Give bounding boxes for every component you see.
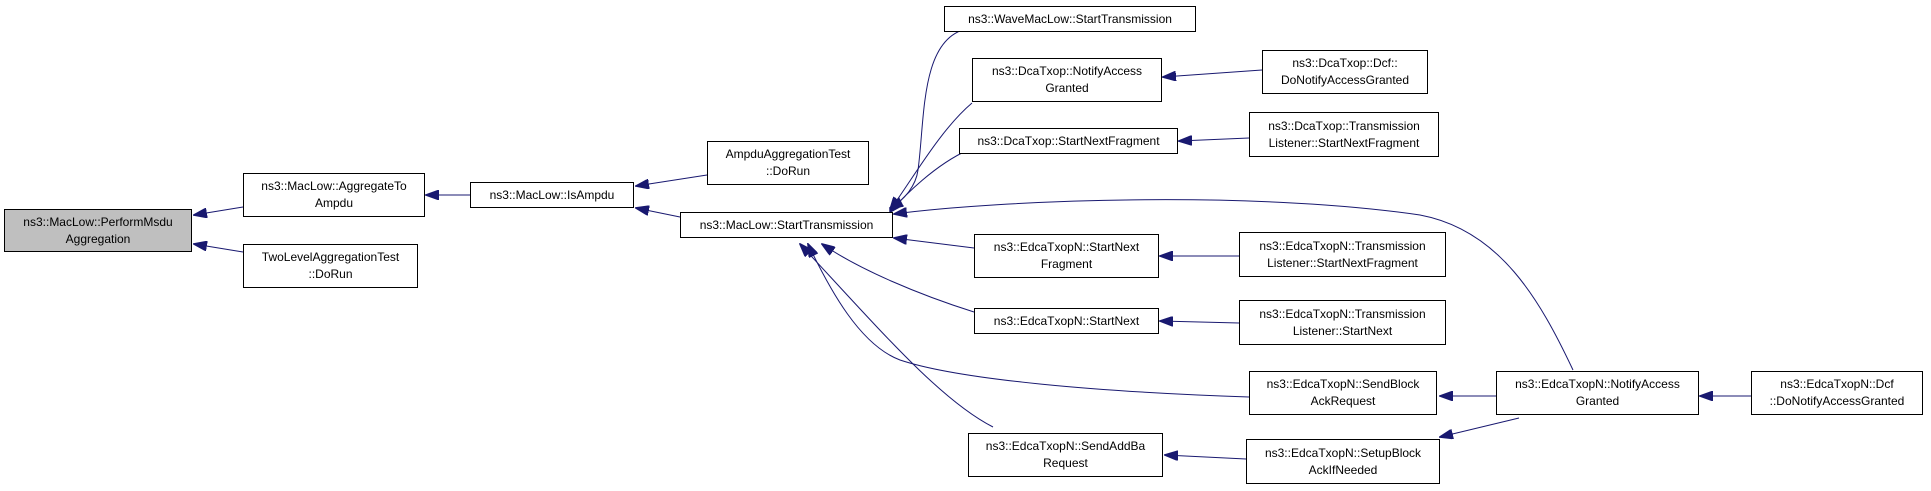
node-is-ampdu[interactable]: ns3::MacLow::IsAmpdu (470, 182, 634, 208)
edge-dcadcf-to-dcanotify (1163, 69, 1263, 77)
node-label-line: ::DoRun (308, 267, 353, 281)
node-label-line: TwoLevelAggregationTest (261, 250, 400, 264)
node-label-line: ns3::EdcaTxopN::StartNext (993, 313, 1140, 328)
node-edca-dcf-do-notify-access-granted[interactable]: ns3::EdcaTxopN::Dcf ::DoNotifyAccessGran… (1751, 371, 1923, 415)
node-edca-send-addba-request[interactable]: ns3::EdcaTxopN::SendAddBa Request (968, 433, 1163, 477)
node-edca-send-block-ack-request[interactable]: ns3::EdcaTxopN::SendBlock AckRequest (1249, 371, 1437, 415)
node-label-line: ns3::MacLow::IsAmpdu (489, 187, 615, 202)
node-label-line: ns3::WaveMacLow::StartTransmission (968, 11, 1172, 26)
node-label-line: Listener::StartNextFragment (1268, 135, 1420, 150)
node-label-line: Ampdu (314, 196, 354, 210)
node-wave-start-transmission[interactable]: ns3::WaveMacLow::StartTransmission (944, 6, 1196, 32)
edge-dcanextfrag-to-starttx (890, 149, 969, 212)
node-label-line: ns3::EdcaTxopN::SendBlock (1266, 377, 1420, 391)
node-label-line: ns3::EdcaTxopN::Transmission (1259, 306, 1426, 321)
node-label-line: ns3::MacLow::PerformMsdu (23, 214, 173, 229)
node-label-line: ns3::DcaTxop::NotifyAccess (991, 64, 1143, 78)
node-perform-msdu-aggregation: ns3::MacLow::PerformMsdu Aggregation (4, 209, 192, 252)
node-label-line: ns3::DcaTxop::StartNextFragment (977, 133, 1160, 148)
node-label-line: Granted (1045, 81, 1089, 95)
node-dca-notify-access-granted[interactable]: ns3::DcaTxop::NotifyAccess Granted (972, 58, 1162, 102)
edge-edcatlstartnext-to-edcastartnext (1160, 321, 1240, 323)
node-label-line: ::DoNotifyAccessGranted (1769, 394, 1905, 408)
node-label-line: Fragment (1040, 257, 1093, 271)
node-edca-start-next-fragment[interactable]: ns3::EdcaTxopN::StartNext Fragment (974, 234, 1159, 278)
node-label-line: Listener::StartNextFragment (1267, 255, 1418, 270)
edge-edcasendblock-to-starttx (808, 244, 1250, 398)
edge-edcasendaddba-to-starttx (800, 244, 994, 428)
node-label-line: ns3::EdcaTxopN::StartNext (993, 240, 1140, 254)
node-label-line: DoNotifyAccessGranted (1280, 73, 1410, 87)
node-label-line: ns3::EdcaTxopN::NotifyAccess (1515, 377, 1680, 391)
edge-dcatl-to-dcanextfrag (1179, 138, 1250, 141)
node-label-line: AckIfNeeded (1308, 462, 1378, 477)
node-dca-transmission-listener-start-next-fragment[interactable]: ns3::DcaTxop::Transmission Listener::Sta… (1249, 112, 1439, 157)
edge-edcastartnext-to-starttx (822, 244, 975, 313)
edge-edcanotify-to-starttx (894, 199, 1574, 371)
node-label-line: ns3::EdcaTxopN::Transmission (1259, 238, 1426, 253)
node-label-line: Request (1043, 456, 1088, 470)
edge-edcanextfrag-to-starttx (894, 238, 975, 249)
node-edca-transmission-listener-start-next[interactable]: ns3::EdcaTxopN::Transmission Listener::S… (1239, 300, 1446, 345)
node-label-line: ns3::MacLow::StartTransmission (699, 217, 874, 232)
node-label-line: AckRequest (1310, 394, 1376, 408)
node-aggregate-to-ampdu[interactable]: ns3::MacLow::AggregateTo Ampdu (243, 173, 425, 217)
node-label-line: Listener::StartNext (1292, 323, 1393, 338)
node-label-line: ns3::DcaTxop::Dcf:: (1292, 56, 1398, 70)
node-label-line: AmpduAggregationTest (725, 147, 851, 161)
node-label-line: Granted (1575, 394, 1620, 408)
node-dca-dcf-do-notify-access-granted[interactable]: ns3::DcaTxop::Dcf:: DoNotifyAccessGrante… (1262, 50, 1428, 94)
node-label-line: ns3::MacLow::AggregateTo (261, 179, 407, 193)
edge-starttx-to-isampdu (636, 208, 681, 218)
node-label-line: ns3::EdcaTxopN::SetupBlock (1264, 445, 1422, 460)
node-two-level-aggregation-test[interactable]: TwoLevelAggregationTest ::DoRun (243, 244, 418, 288)
node-label-line: ns3::EdcaTxopN::SendAddBa (985, 439, 1146, 453)
node-edca-start-next[interactable]: ns3::EdcaTxopN::StartNext (974, 308, 1159, 334)
node-maclow-start-transmission[interactable]: ns3::MacLow::StartTransmission (680, 212, 893, 238)
edge-twolevel-to-perform (194, 244, 244, 253)
edge-wave-to-starttx (890, 28, 967, 208)
node-edca-setup-block-ack-if-needed[interactable]: ns3::EdcaTxopN::SetupBlock AckIfNeeded (1246, 439, 1440, 484)
node-dca-start-next-fragment[interactable]: ns3::DcaTxop::StartNextFragment (959, 128, 1178, 154)
node-edca-transmission-listener-start-next-fragment[interactable]: ns3::EdcaTxopN::Transmission Listener::S… (1239, 232, 1446, 277)
node-label-line: ns3::EdcaTxopN::Dcf (1780, 377, 1894, 391)
node-edca-notify-access-granted[interactable]: ns3::EdcaTxopN::NotifyAccess Granted (1496, 371, 1699, 415)
edge-ampdutest-to-isampdu (636, 174, 708, 186)
node-label-line: ::DoRun (765, 164, 811, 178)
node-label-line: Aggregation (65, 231, 131, 246)
edge-dcanotify-to-starttx (890, 102, 973, 210)
edge-edcasetup-to-edcasendaddba (1165, 455, 1247, 459)
node-ampdu-aggregation-test[interactable]: AmpduAggregationTest ::DoRun (707, 141, 869, 185)
edge-edcanotify-to-edcasetup (1440, 417, 1520, 437)
edge-aggregate-to-perform (194, 206, 244, 215)
node-label-line: ns3::DcaTxop::Transmission (1268, 118, 1420, 133)
